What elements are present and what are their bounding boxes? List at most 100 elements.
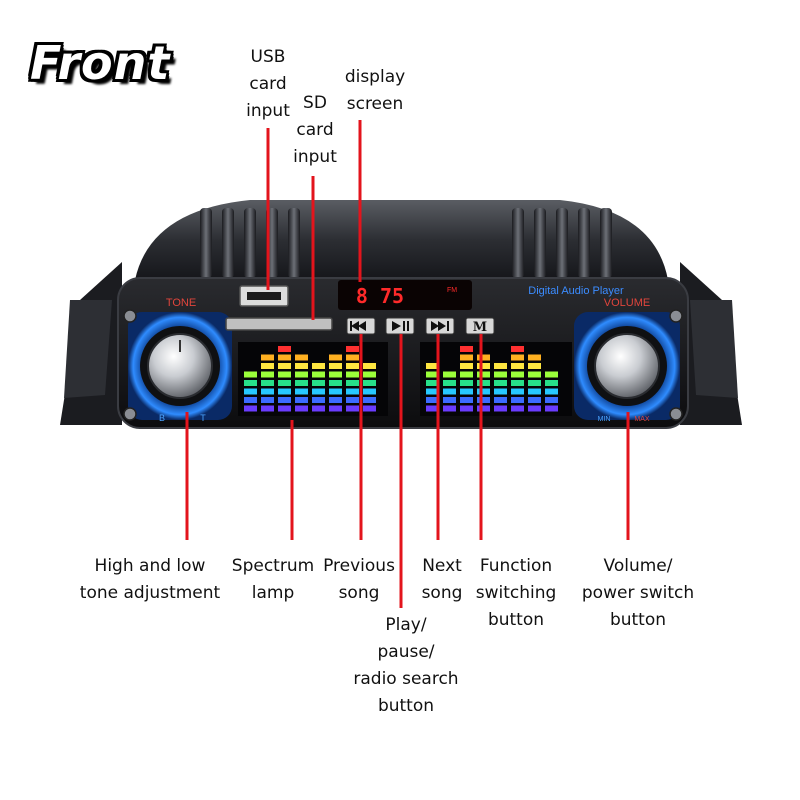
- spectrum-led-segment: [346, 371, 359, 378]
- spectrum-led-segment: [477, 354, 490, 361]
- spectrum-led-segment: [494, 388, 507, 395]
- spectrum-led-segment: [295, 405, 308, 412]
- spectrum-led-segment: [346, 346, 359, 352]
- spectrum-led-segment: [329, 397, 342, 403]
- spectrum-led-segment: [295, 388, 308, 395]
- heatsink-fin: [200, 208, 212, 278]
- previous-button[interactable]: [346, 317, 376, 335]
- left-mount-flange: [60, 262, 122, 425]
- brand-label: Digital Audio Player: [528, 285, 624, 297]
- spectrum-led-segment: [426, 388, 439, 395]
- spectrum-led-segment: [295, 371, 308, 378]
- spectrum-led-segment: [443, 405, 456, 412]
- volume-knob[interactable]: [574, 312, 680, 420]
- label-tone: High and low tone adjustment: [79, 556, 221, 603]
- spectrum-window-left: [238, 342, 388, 416]
- spectrum-led-segment: [460, 380, 473, 386]
- spectrum-led-segment: [426, 380, 439, 386]
- label-sd: SD card input: [293, 93, 337, 167]
- sd-card-slot[interactable]: [225, 317, 333, 331]
- spectrum-led-segment: [545, 388, 558, 395]
- spectrum-led-segment: [346, 354, 359, 361]
- spectrum-led-segment: [261, 388, 274, 395]
- panel-screws: [123, 309, 683, 421]
- spectrum-led-segment: [511, 405, 524, 412]
- spectrum-led-segment: [426, 371, 439, 378]
- spectrum-led-segment: [426, 363, 439, 369]
- spectrum-led-segment: [460, 354, 473, 361]
- tone-knob[interactable]: [128, 312, 232, 420]
- spectrum-lamp: [244, 346, 558, 412]
- led-display: 8 75 FM: [338, 280, 472, 310]
- spectrum-led-segment: [511, 363, 524, 369]
- spectrum-led-segment: [261, 380, 274, 386]
- spectrum-led-segment: [511, 371, 524, 378]
- spectrum-led-segment: [312, 363, 325, 369]
- spectrum-led-segment: [477, 380, 490, 386]
- spectrum-led-segment: [443, 380, 456, 386]
- spectrum-led-segment: [295, 380, 308, 386]
- spectrum-led-segment: [278, 371, 291, 378]
- spectrum-led-segment: [261, 397, 274, 403]
- spectrum-led-segment: [477, 363, 490, 369]
- spectrum-led-segment: [261, 363, 274, 369]
- spectrum-led-segment: [278, 346, 291, 352]
- heatsink-fin: [288, 208, 300, 278]
- spectrum-led-segment: [363, 388, 376, 395]
- spectrum-led-segment: [244, 405, 257, 412]
- spectrum-led-segment: [261, 371, 274, 378]
- usb-port[interactable]: [239, 285, 289, 307]
- spectrum-led-segment: [278, 380, 291, 386]
- spectrum-led-segment: [363, 371, 376, 378]
- spectrum-led-segment: [329, 363, 342, 369]
- spectrum-led-segment: [511, 346, 524, 352]
- spectrum-led-segment: [261, 405, 274, 412]
- spectrum-led-segment: [545, 397, 558, 403]
- spectrum-led-segment: [261, 354, 274, 361]
- label-next: Next song: [421, 556, 463, 603]
- spectrum-led-segment: [426, 405, 439, 412]
- spectrum-led-segment: [329, 388, 342, 395]
- label-spectrum: Spectrum lamp: [231, 556, 315, 603]
- display-readout: 8 75: [356, 284, 404, 308]
- mode-button-glyph: M: [473, 320, 487, 335]
- spectrum-led-segment: [477, 371, 490, 378]
- spectrum-led-segment: [460, 405, 473, 412]
- volume-scale-max: MAX: [634, 416, 650, 423]
- spectrum-led-segment: [528, 388, 541, 395]
- heatsink-fin: [600, 208, 612, 278]
- spectrum-led-segment: [363, 363, 376, 369]
- volume-scale-min: MIN: [598, 416, 611, 423]
- spectrum-led-segment: [346, 397, 359, 403]
- spectrum-led-segment: [278, 388, 291, 395]
- next-button[interactable]: [425, 317, 455, 335]
- spectrum-led-segment: [460, 346, 473, 352]
- spectrum-led-segment: [312, 388, 325, 395]
- spectrum-led-segment: [346, 380, 359, 386]
- spectrum-led-segment: [545, 371, 558, 378]
- mode-button[interactable]: M: [465, 317, 495, 335]
- spectrum-led-segment: [278, 354, 291, 361]
- play-pause-button[interactable]: [385, 317, 415, 335]
- spectrum-led-segment: [278, 397, 291, 403]
- spectrum-led-segment: [460, 371, 473, 378]
- spectrum-led-segment: [511, 388, 524, 395]
- spectrum-led-segment: [295, 397, 308, 403]
- spectrum-led-segment: [443, 388, 456, 395]
- spectrum-led-segment: [494, 397, 507, 403]
- spectrum-led-segment: [528, 363, 541, 369]
- spectrum-led-segment: [545, 380, 558, 386]
- spectrum-led-segment: [511, 354, 524, 361]
- heatsink-fin: [534, 208, 546, 278]
- heatsink-fin: [578, 208, 590, 278]
- spectrum-led-segment: [443, 371, 456, 378]
- spectrum-led-segment: [346, 405, 359, 412]
- spectrum-led-segment: [528, 397, 541, 403]
- heatsink-fin: [222, 208, 234, 278]
- label-play: Play/ pause/ radio search button: [353, 615, 459, 716]
- spectrum-led-segment: [528, 354, 541, 361]
- spectrum-led-segment: [460, 397, 473, 403]
- spectrum-led-segment: [278, 405, 291, 412]
- label-function: Function switching button: [475, 556, 557, 630]
- spectrum-led-segment: [494, 363, 507, 369]
